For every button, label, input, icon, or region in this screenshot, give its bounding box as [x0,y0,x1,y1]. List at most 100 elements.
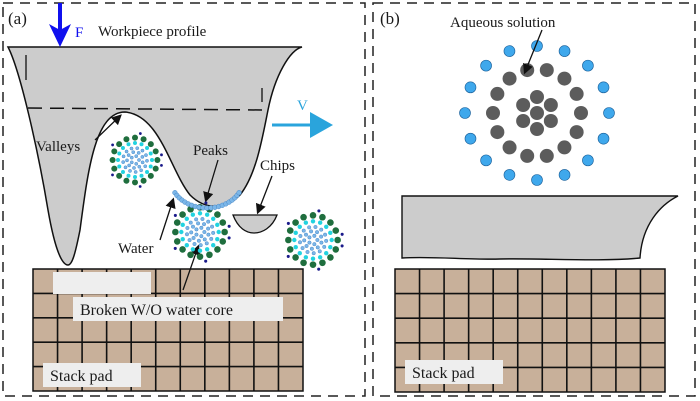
water-film [172,190,242,211]
micelle-head [116,141,123,148]
micelle-core [135,146,140,151]
micelle-tail [340,232,344,236]
micelle-mid [150,158,154,162]
micelle-core [129,160,134,165]
aqueous-inner-molecule [530,106,544,120]
micelle-core [313,225,318,229]
micelle-mid [197,248,203,253]
micelle-tail [173,246,177,250]
aqueous-inner-molecule [543,114,558,128]
micelle-mid [180,236,185,242]
micelle-mid [148,151,153,156]
micelle-core [143,164,148,169]
micelle-core [121,160,125,164]
micelle-tail [138,185,142,188]
micelle-mid [215,236,220,242]
micelle-head [109,157,116,163]
aqueous-inner-molecule [539,63,554,78]
aqueous-label: Aqueous solution [450,15,556,31]
micelle-mid [117,151,122,156]
micelle-tail [111,143,115,147]
micelle-tail [286,221,290,225]
micelle-head [147,141,154,148]
aqueous-inner-molecule [516,98,531,112]
micelle-mid [292,237,297,243]
aqueous-inner-molecule [569,86,584,101]
micelle-head [292,219,299,226]
micelle-head [172,228,179,236]
micelle-core [129,155,134,160]
aqueous-outer-molecule [597,132,610,145]
micelle-head [173,219,181,226]
micelle-head [285,236,292,244]
workpiece-profile [6,46,303,266]
micelle-head [327,254,334,261]
micelle-mid [211,216,216,221]
panel-b-frame [372,2,696,397]
aqueous-outer-molecule [558,45,571,57]
micelle-core [140,155,145,159]
aqueous-outer-molecule [459,107,471,119]
micelle-mid [317,255,323,260]
micelle-head [214,246,221,253]
pad-label-bg-a [43,363,141,387]
micelle-core [199,225,204,230]
micelle-head [123,136,130,143]
micelle-core [305,250,310,254]
micelle-head [219,238,227,245]
micelle-mid [116,158,120,162]
water-label: Water [118,241,153,257]
micelle-head [334,236,341,244]
micelle-core [196,238,201,243]
aqueous-inner-molecule [574,106,588,120]
micelle-core [196,221,201,226]
micelle-mid [297,224,302,229]
micelle-head [219,219,227,226]
micelle-head [221,228,228,236]
micelle-head [152,148,159,155]
panel-a-frame [2,2,366,397]
micelle-mid [133,141,137,145]
aqueous-inner-molecule [520,148,535,163]
broken-core-label: Broken W/O water core [80,302,233,319]
micelle-mid [211,243,216,248]
micelle-core [206,232,211,237]
micelle-group [109,132,344,271]
micelle-head [292,254,299,261]
micelle-core [125,158,129,163]
aqueous-outer-molecule [531,174,543,186]
micelle-tail [173,213,177,217]
micelle-core [137,164,142,169]
micelle-core [199,234,204,239]
micelle-core [315,245,320,250]
micelle-core [304,244,309,248]
aqueous-inner-molecule [557,71,572,86]
micelle-mid [328,230,333,236]
micelle-core [187,238,192,243]
micelle-mid [139,142,144,147]
micelle-head [286,246,294,253]
micelle-tail [227,224,231,228]
micelle-core [202,230,207,234]
micelle-core [123,165,128,170]
micelle-mid [328,244,333,250]
micelle-core [194,227,199,232]
micelle-tail [160,153,163,157]
micelle-core [312,233,317,238]
micelle-tail [160,163,163,167]
micelle-mid [190,212,196,217]
aqueous-inner-molecule [502,140,517,155]
micelle-core [302,238,307,243]
micelle-mid [324,251,329,256]
aqueous-inner-molecule [557,140,572,155]
chip-shape [232,214,278,234]
chips-pointer [255,175,273,215]
aqueous-cluster [459,40,615,186]
valleys-label: Valleys [36,139,80,155]
micelle-mid [310,256,316,261]
micelle-mid [297,251,302,256]
micelle-core [315,238,320,242]
micelle-mid [120,145,125,150]
micelle-head [319,259,326,267]
